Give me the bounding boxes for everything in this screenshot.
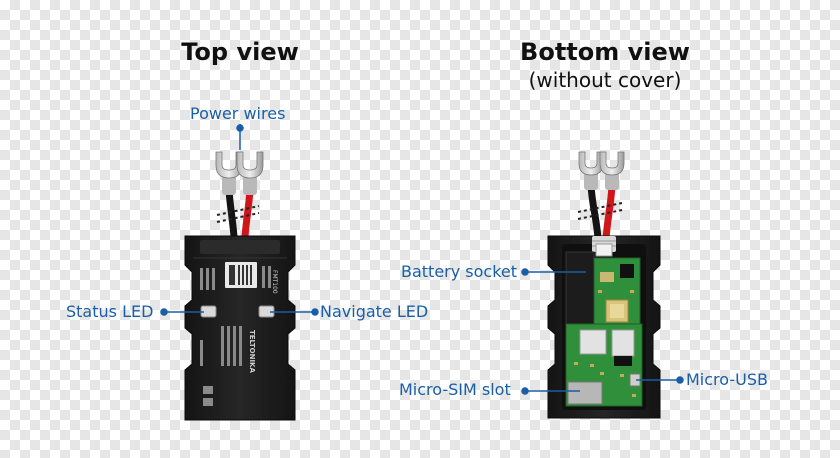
top-brand-text: TELTONIKA [248,330,256,373]
top-view-device: TELTONIKA FMT100 [184,151,296,421]
micro-sim-slot-graphic [567,381,603,405]
callout-lines [160,124,684,395]
battery-socket-label: Battery socket [401,262,518,281]
navigate-led-label: Navigate LED [320,302,429,321]
bottom-view-subtitle: (without cover) [528,68,682,92]
power-wires-label: Power wires [190,104,286,123]
bottom-power-wires [577,151,625,239]
bottom-view-title: Bottom view [520,38,690,66]
top-view-title: Top view [181,38,299,66]
top-power-wires [215,151,264,237]
bottom-view-device [547,151,661,419]
status-led-label: Status LED [66,302,154,321]
top-model-text: FMT100 [271,270,278,294]
micro-usb-label: Micro-USB [686,370,768,389]
micro-sim-slot-label: Micro-SIM slot [399,380,511,399]
